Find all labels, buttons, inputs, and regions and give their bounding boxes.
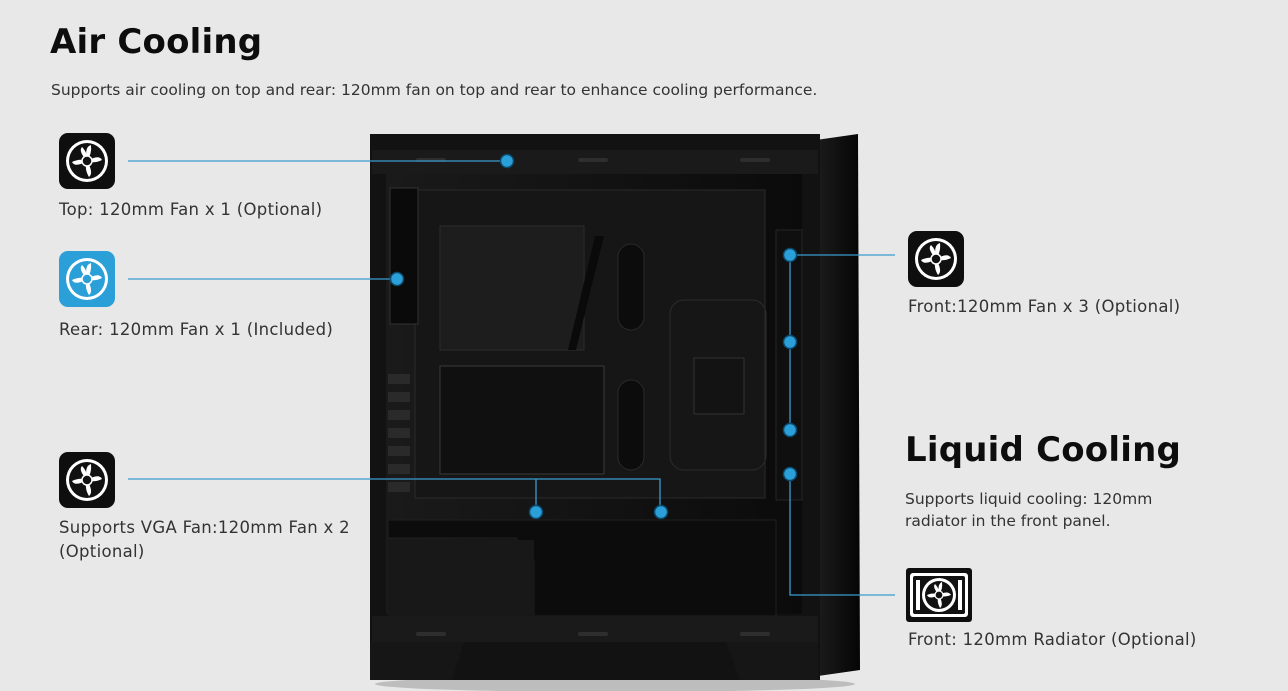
- radiator-icon: [906, 568, 972, 622]
- case-foot-right: [726, 642, 818, 680]
- cutout-a: [439, 225, 585, 351]
- front-fan-dot-1[interactable]: [782, 247, 798, 263]
- cutout-outline: [669, 299, 767, 471]
- front-fan-icon: [908, 231, 964, 287]
- vga-fan-icon: [59, 452, 115, 508]
- liquid-cooling-title: Liquid Cooling: [905, 430, 1182, 470]
- grommet-1: [617, 243, 645, 331]
- liquid-cooling-description: Supports liquid cooling: 120mm radiator …: [905, 488, 1152, 532]
- liquid-cooling-description-line2: radiator in the front panel.: [905, 512, 1111, 530]
- vga-connector-line: [128, 478, 661, 510]
- rear-fan-icon: [59, 251, 115, 307]
- cutout-square: [693, 357, 745, 415]
- cutout-slot: [568, 236, 604, 350]
- liquid-cooling-description-line1: Supports liquid cooling: 120mm: [905, 490, 1153, 508]
- vga-fan-dot-2[interactable]: [653, 504, 669, 520]
- case-front-panel: [816, 134, 860, 676]
- air-cooling-title: Air Cooling: [50, 22, 263, 62]
- front-fan-label: Front:120mm Fan x 3 (Optional): [908, 297, 1181, 316]
- radiator-label: Front: 120mm Radiator (Optional): [908, 630, 1197, 649]
- air-cooling-description: Supports air cooling on top and rear: 12…: [51, 81, 818, 99]
- vga-fan-dot-1[interactable]: [528, 504, 544, 520]
- front-fan-column: [775, 229, 803, 501]
- radiator-dot[interactable]: [782, 466, 798, 482]
- grommet-2: [617, 379, 645, 471]
- rear-fan-label: Rear: 120mm Fan x 1 (Included): [59, 320, 334, 339]
- vga-fan-label: Supports VGA Fan:120mm Fan x 2 (Optional…: [59, 516, 350, 564]
- front-fan-dot-3[interactable]: [782, 422, 798, 438]
- case-foot-left: [370, 642, 464, 680]
- expansion-slots: [388, 374, 410, 492]
- case-bottom-frame: [372, 616, 818, 642]
- front-fan-dot-2[interactable]: [782, 334, 798, 350]
- psu-bay: [388, 540, 534, 616]
- top-fan-dot[interactable]: [499, 153, 515, 169]
- top-fan-icon: [59, 133, 115, 189]
- rear-fan-dot[interactable]: [389, 271, 405, 287]
- top-fan-label: Top: 120mm Fan x 1 (Optional): [59, 200, 323, 219]
- radiator-connector-line: [789, 474, 895, 596]
- vga-fan-label-line1: Supports VGA Fan:120mm Fan x 2: [59, 518, 350, 537]
- cpu-cutout: [439, 365, 605, 475]
- vga-fan-label-line2: (Optional): [59, 542, 145, 561]
- rear-fan-frame: [389, 187, 419, 325]
